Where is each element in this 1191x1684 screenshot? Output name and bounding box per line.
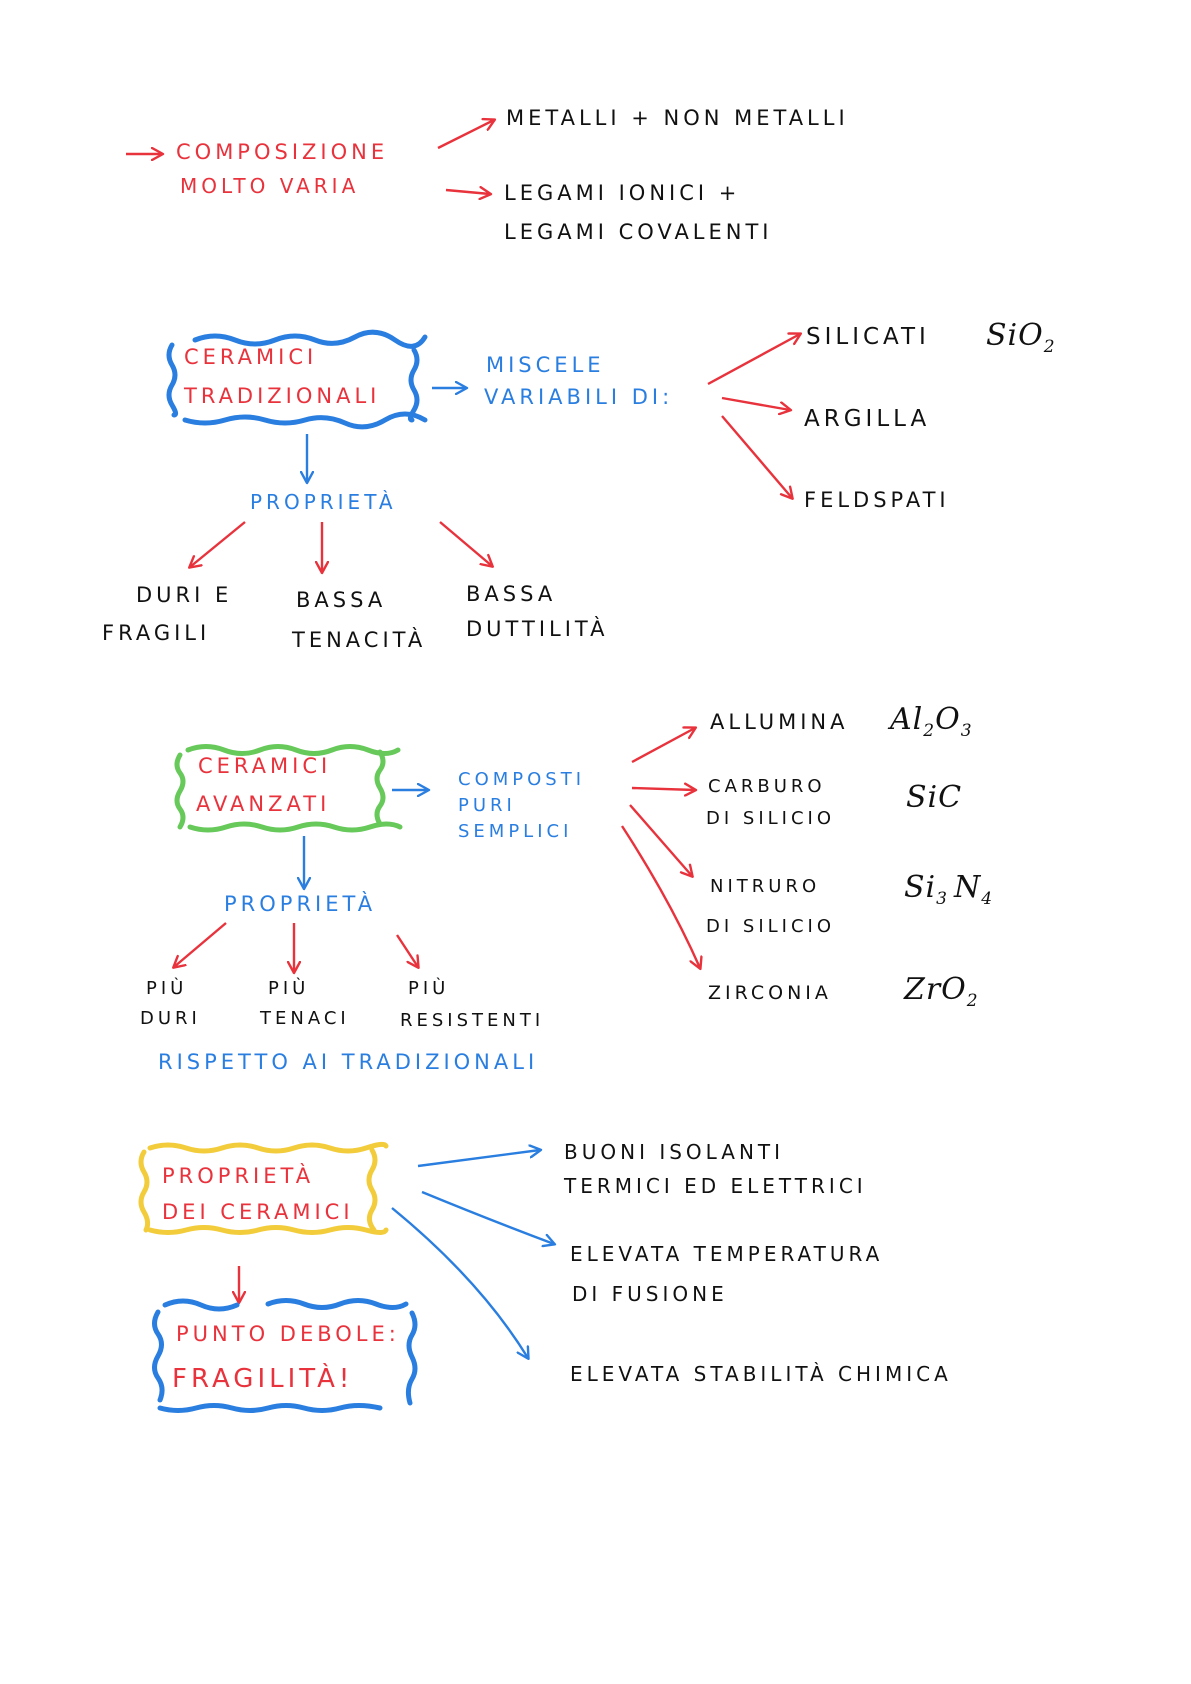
arrow-to-zirconia: [620, 825, 700, 968]
miscele-text: MISCELE: [486, 353, 605, 377]
section2-component-arrows: [707, 334, 800, 498]
resistenti-text: RESISTENTI: [400, 1010, 545, 1031]
di-fusione-text: DI FUSIONE: [572, 1282, 728, 1306]
ceramici-avanzati-label-2: AVANZATI: [196, 792, 331, 816]
semplici-text: SEMPLICI: [458, 821, 573, 842]
piu-text-3: PIÙ: [408, 978, 450, 999]
argilla-text: ARGILLA: [804, 406, 931, 432]
termici-elettrici-text: TERMICI ED ELETTRICI: [564, 1174, 867, 1198]
zirconia-text: ZIRCONIA: [708, 982, 832, 1004]
di-silicio-text-1: DI SILICIO: [706, 808, 836, 829]
tradizionali-label: TRADIZIONALI: [184, 384, 381, 408]
carburo-formula: SiC: [906, 780, 963, 815]
piu-text-1: PIÙ: [146, 978, 188, 999]
proprieta-ceramici-box: [138, 1141, 389, 1235]
arrow-to-legami: [445, 190, 490, 194]
arrow-to-feldspati: [721, 415, 792, 498]
silicati-formula: SiO2: [986, 318, 1056, 357]
nitruro-text: NITRURO: [710, 876, 821, 897]
ceramici-avanzati-box: [174, 744, 403, 833]
di-silicio-text-2: DI SILICIO: [706, 916, 836, 937]
duri-e-text: DURI E: [136, 583, 233, 607]
silicati-text: SILICATI: [806, 324, 930, 350]
feldspati-text: FELDSPATI: [804, 488, 950, 512]
rispetto-ai-tradizionali-text: RISPETTO AI TRADIZIONALI: [158, 1050, 539, 1074]
arrow-to-piu-duri: [174, 922, 227, 967]
bassa-text-2: BASSA: [466, 582, 557, 606]
section1-arrows: [126, 120, 494, 194]
proprieta-label-2: PROPRIETÀ: [224, 892, 377, 916]
elevata-temperatura-text: ELEVATA TEMPERATURA: [570, 1242, 884, 1266]
tenaci-text: TENACI: [260, 1008, 350, 1029]
section3-component-arrows: [620, 728, 700, 968]
zirconia-formula: ZrO2: [904, 972, 979, 1011]
section3-property-arrows: [174, 922, 418, 972]
bassa-text-1: BASSA: [296, 588, 387, 612]
duri-text: DURI: [140, 1008, 201, 1029]
puri-text: PURI: [458, 795, 516, 816]
composizione-label: COMPOSIZIONE: [176, 140, 389, 164]
proprieta-ceramici-label-1: PROPRIETÀ: [162, 1164, 315, 1188]
punto-debole-label: PUNTO DEBOLE:: [176, 1322, 400, 1346]
arrow-to-bassa-duttilita: [439, 521, 492, 566]
composti-text: COMPOSTI: [458, 769, 586, 790]
ceramici-label: CERAMICI: [184, 345, 318, 369]
carburo-text: CARBURO: [708, 776, 826, 797]
arrow-to-duri-fragili: [190, 521, 246, 567]
section2-property-arrows: [190, 521, 492, 572]
fragilita-label: FRAGILITÀ!: [172, 1364, 354, 1394]
ceramici-avanzati-label-1: CERAMICI: [198, 754, 332, 778]
proprieta-ceramici-label-2: DEI CERAMICI: [162, 1200, 354, 1224]
arrow-to-piu-resistenti: [395, 934, 418, 967]
legami-ionici-text: LEGAMI IONICI +: [504, 181, 741, 205]
arrow-to-temperatura: [421, 1190, 554, 1244]
arrow-to-carburo: [631, 788, 695, 790]
arrow-to-nitruro: [629, 804, 692, 876]
buoni-isolanti-text: BUONI ISOLANTI: [564, 1140, 785, 1164]
arrow-to-metalli: [437, 120, 494, 150]
elevata-stabilita-text: ELEVATA STABILITÀ CHIMICA: [570, 1362, 952, 1386]
allumina-text: ALLUMINA: [710, 710, 849, 734]
ceramici-tradizionali-box: [166, 329, 428, 430]
arrow-to-silicati: [707, 334, 800, 386]
piu-text-2: PIÙ: [268, 978, 310, 999]
arrow-to-allumina: [631, 728, 695, 764]
section4-benefit-arrows: [391, 1150, 554, 1358]
metalli-text: METALLI + NON METALLI: [506, 106, 849, 130]
variabili-di-text: VARIABILI DI:: [484, 385, 674, 409]
arrow-to-stabilita: [391, 1207, 528, 1358]
legami-covalenti-text: LEGAMI COVALENTI: [504, 220, 773, 244]
fragili-text: FRAGILI: [102, 621, 211, 645]
molto-varia-label: MOLTO VARIA: [180, 174, 360, 198]
punto-debole-box: [152, 1298, 418, 1413]
duttilita-text: DUTTILITÀ: [466, 617, 609, 641]
proprieta-label-1: PROPRIETÀ: [250, 490, 397, 514]
arrow-to-isolanti: [417, 1150, 540, 1168]
allumina-formula: Al2O3: [890, 702, 973, 741]
arrow-to-argilla: [721, 396, 790, 410]
tenacita-text: TENACITÀ: [292, 628, 427, 652]
